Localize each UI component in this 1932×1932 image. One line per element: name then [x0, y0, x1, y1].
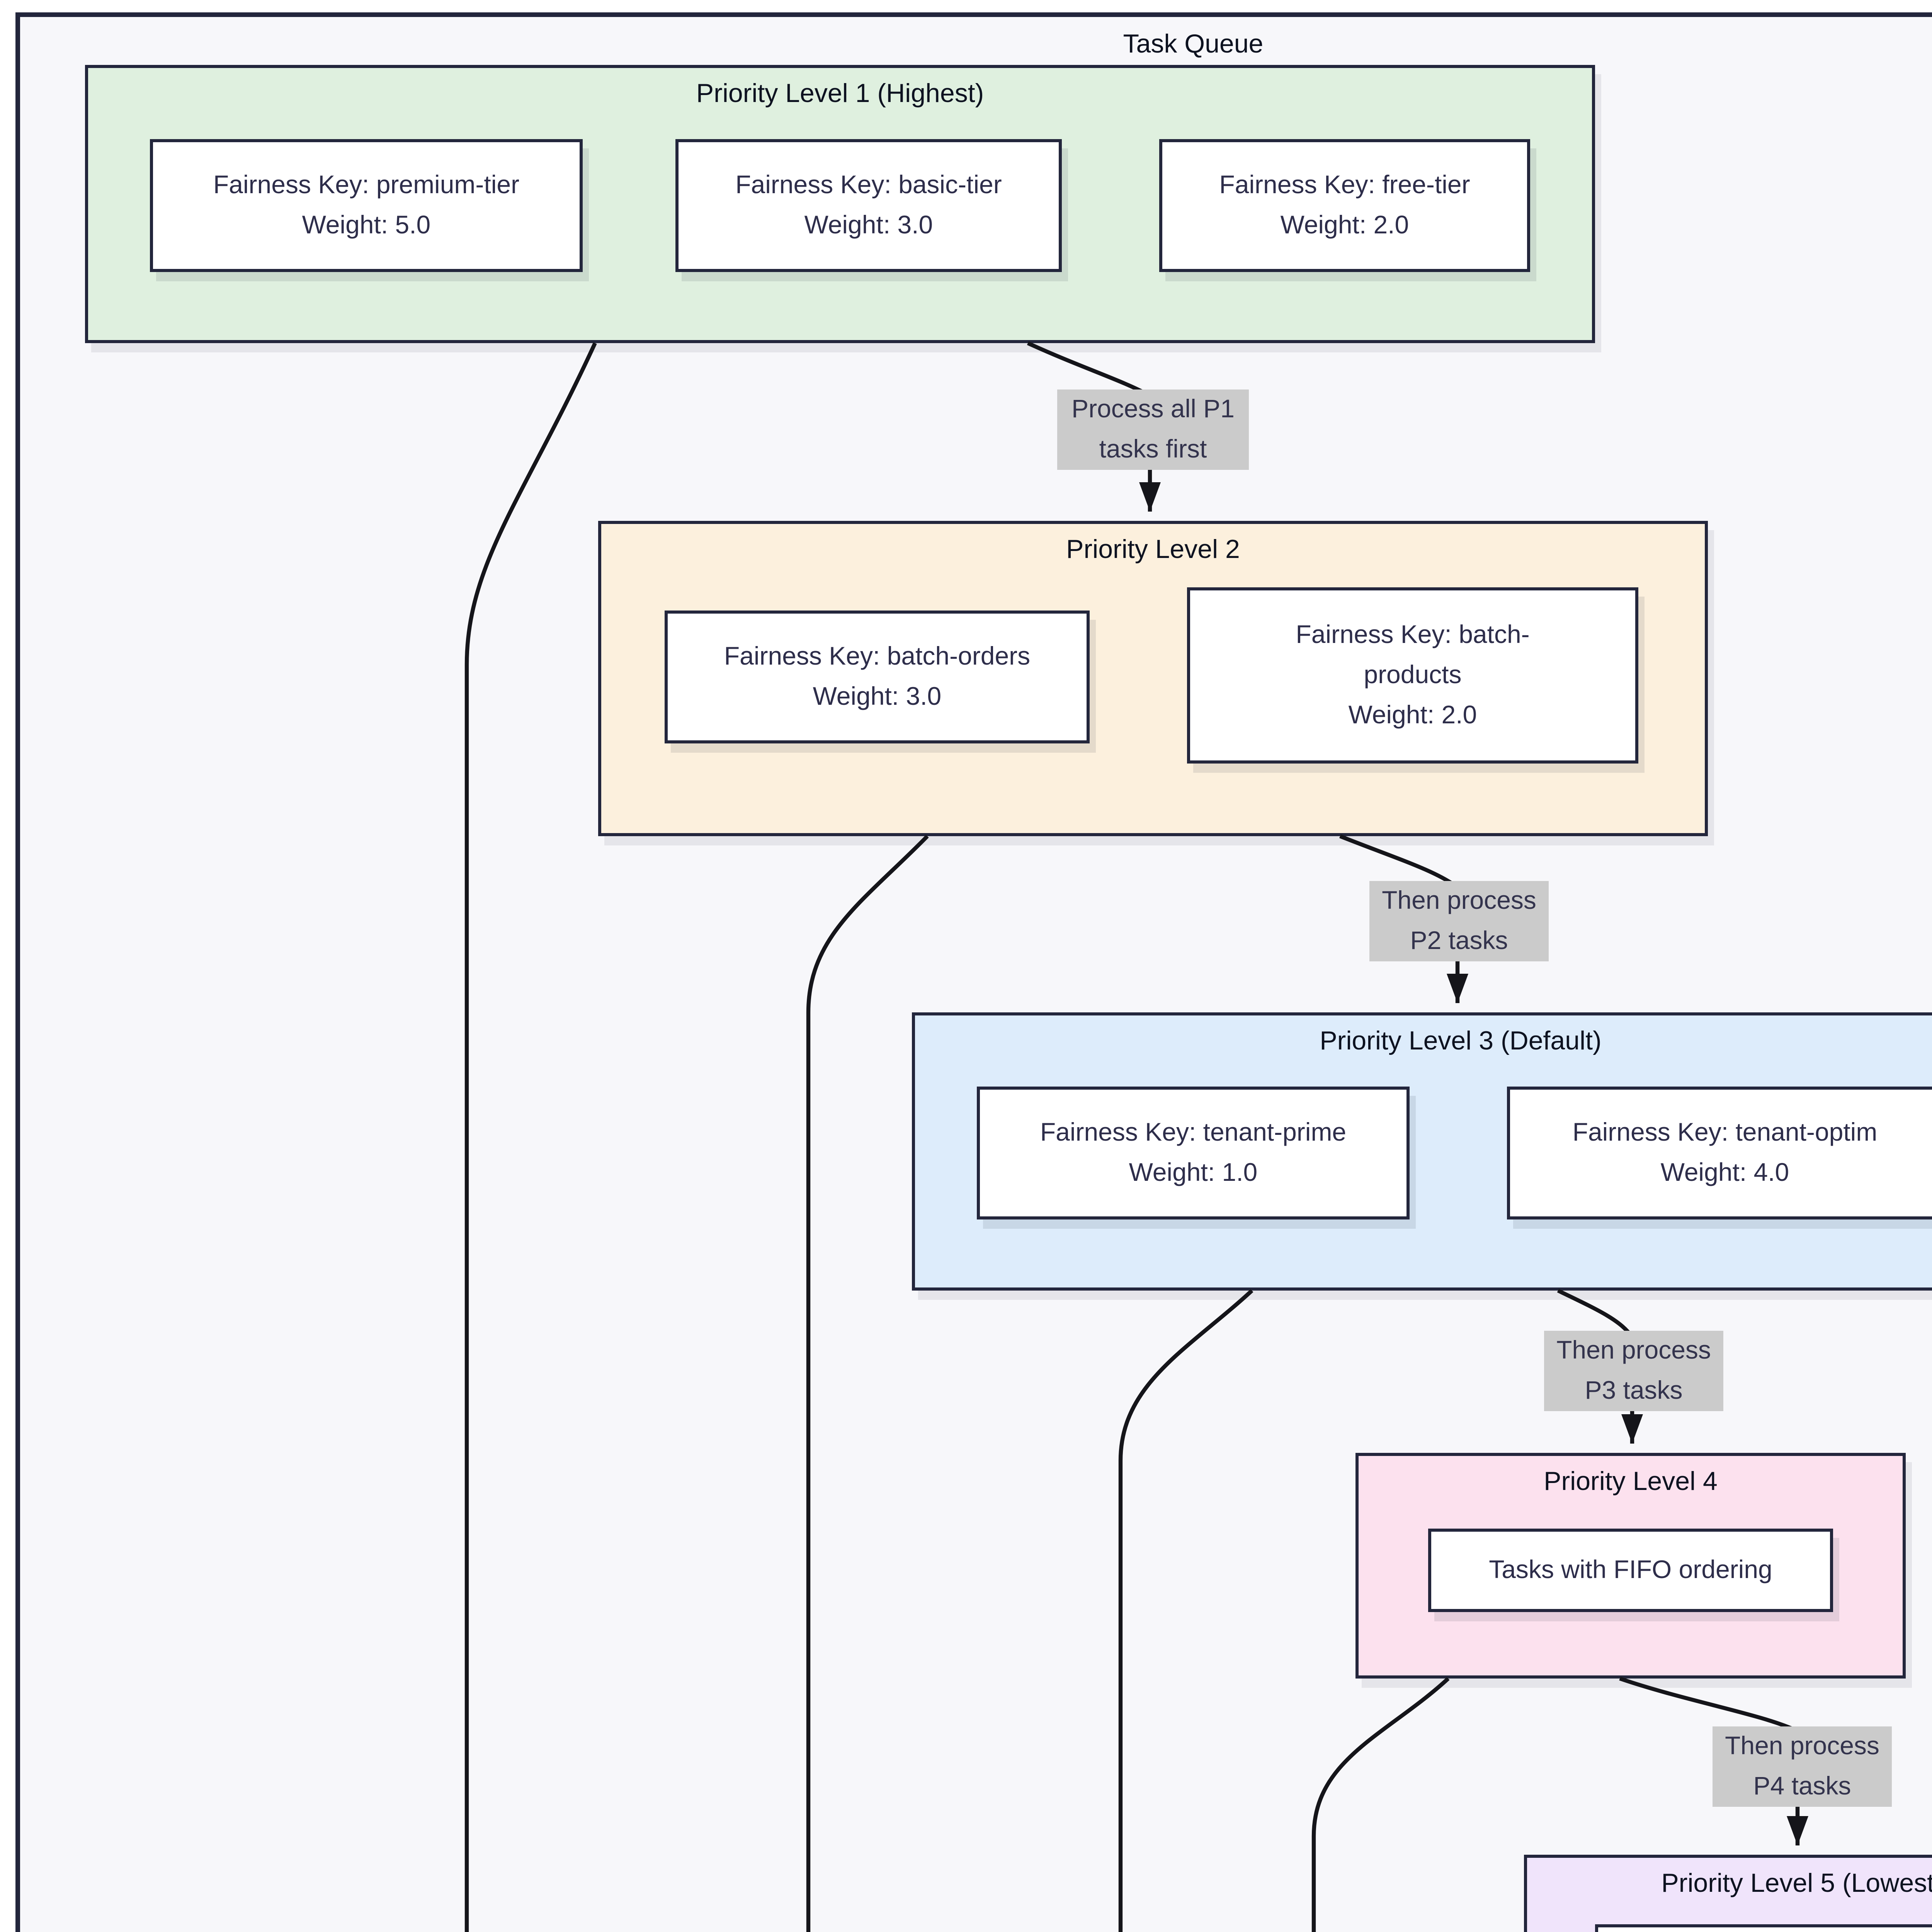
- node-batch-products: Fairness Key: batch- products Weight: 2.…: [1187, 587, 1638, 764]
- node-basic-tier-key: Fairness Key: basic-tier: [735, 172, 1002, 199]
- node-free-tier-key: Fairness Key: free-tier: [1219, 172, 1470, 199]
- node-batch-orders-key: Fairness Key: batch-orders: [724, 643, 1031, 671]
- node-basic-tier: Fairness Key: basic-tier Weight: 3.0: [675, 139, 1062, 272]
- cluster-priority-5-title: Priority Level 5 (Lowest): [1661, 1869, 1932, 1898]
- node-p4-fifo-label: Tasks with FIFO ordering: [1489, 1556, 1772, 1584]
- edge-label-process-p4: Then process P4 tasks: [1713, 1726, 1892, 1807]
- node-batch-products-key-line1: Fairness Key: batch-: [1296, 621, 1530, 649]
- cluster-priority-1-title: Priority Level 1 (Highest): [696, 79, 984, 108]
- node-batch-products-weight: Weight: 2.0: [1348, 702, 1477, 730]
- node-tenant-prime-weight: Weight: 1.0: [1129, 1159, 1258, 1187]
- node-batch-products-key-line2: products: [1364, 662, 1462, 689]
- edge-label-process-p1: Process all P1 tasks first: [1057, 389, 1249, 470]
- node-premium-tier-key: Fairness Key: premium-tier: [213, 172, 520, 199]
- node-tenant-optim-weight: Weight: 4.0: [1660, 1159, 1789, 1187]
- node-tenant-optim: Fairness Key: tenant-optim Weight: 4.0: [1507, 1087, 1932, 1219]
- node-free-tier: Fairness Key: free-tier Weight: 2.0: [1159, 139, 1530, 272]
- node-premium-tier-weight: Weight: 5.0: [302, 212, 431, 240]
- node-batch-orders: Fairness Key: batch-orders Weight: 3.0: [665, 611, 1090, 743]
- edge-label-process-p2: Then process P2 tasks: [1369, 881, 1549, 961]
- node-free-tier-weight: Weight: 2.0: [1280, 212, 1409, 240]
- edge-label-process-p3: Then process P3 tasks: [1544, 1331, 1723, 1411]
- diagram-title: Task Queue: [1123, 29, 1264, 59]
- cluster-priority-5: Priority Level 5 (Lowest): [1524, 1855, 1932, 1932]
- node-p4-fifo: Tasks with FIFO ordering: [1428, 1529, 1833, 1612]
- cluster-priority-4-title: Priority Level 4: [1544, 1467, 1718, 1496]
- node-tenant-prime: Fairness Key: tenant-prime Weight: 1.0: [977, 1087, 1410, 1219]
- cluster-priority-3-title: Priority Level 3 (Default): [1320, 1026, 1602, 1056]
- node-premium-tier: Fairness Key: premium-tier Weight: 5.0: [150, 139, 583, 272]
- node-tenant-optim-key: Fairness Key: tenant-optim: [1572, 1119, 1878, 1147]
- node-p5-fifo: Tasks with FIFO ordering: [1595, 1924, 1932, 1932]
- node-batch-orders-weight: Weight: 3.0: [813, 683, 942, 711]
- node-basic-tier-weight: Weight: 3.0: [804, 212, 933, 240]
- node-tenant-prime-key: Fairness Key: tenant-prime: [1040, 1119, 1347, 1147]
- cluster-priority-2-title: Priority Level 2: [1066, 535, 1240, 564]
